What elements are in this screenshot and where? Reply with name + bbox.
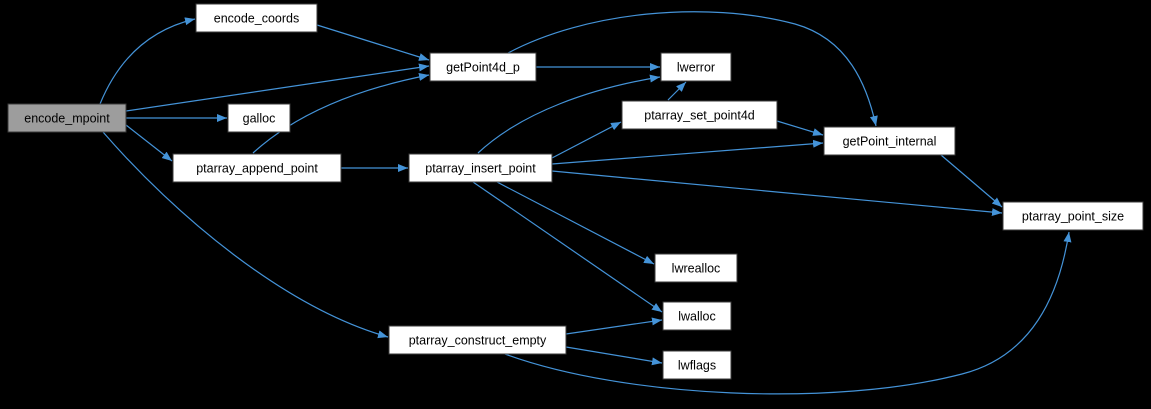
graph-node-box-encode_coords[interactable]	[195, 3, 318, 33]
call-edge-encode_mpoint-to-ptarray_append_point	[125, 124, 173, 162]
call-edge-encode_mpoint-to-ptarray_construct_empty	[102, 131, 389, 339]
call-edge-ptarray_insert_point-to-ptarray_point_size	[551, 170, 1003, 217]
graph-node-ptarray_insert_point[interactable]: ptarray_insert_point	[408, 153, 553, 183]
graph-node-box-ptarray_construct_empty[interactable]	[388, 325, 567, 355]
graph-node-getPoint4d_p[interactable]: getPoint4d_p	[429, 52, 537, 82]
graph-node-box-encode_mpoint	[7, 103, 127, 133]
graph-node-label-getPoint_internal: getPoint_internal	[843, 135, 937, 149]
call-edge-ptarray_insert_point-to-lwalloc	[472, 181, 663, 313]
graph-node-box-lwrealloc[interactable]	[654, 253, 738, 283]
graph-node-label-galloc: galloc	[243, 112, 276, 126]
graph-node-label-encode_mpoint: encode_mpoint	[24, 112, 110, 126]
call-edge-getPoint4d_p-to-getPoint_internal	[507, 11, 878, 127]
graph-node-box-getPoint4d_p[interactable]	[429, 52, 537, 82]
call-edge-ptarray_insert_point-to-ptarray_set_point4d	[551, 121, 622, 159]
graph-node-label-ptarray_append_point: ptarray_append_point	[196, 162, 318, 176]
graph-node-label-lwalloc: lwalloc	[678, 310, 716, 324]
graph-node-label-ptarray_construct_empty: ptarray_construct_empty	[409, 334, 547, 348]
graph-node-box-ptarray_point_size[interactable]	[1002, 201, 1144, 231]
graph-node-ptarray_append_point[interactable]: ptarray_append_point	[172, 153, 342, 183]
graph-node-ptarray_set_point4d[interactable]: ptarray_set_point4d	[621, 100, 778, 130]
graph-node-encode_mpoint: encode_mpoint	[7, 103, 127, 133]
graph-node-box-ptarray_set_point4d[interactable]	[621, 100, 778, 130]
call-edge-ptarray_construct_empty-to-ptarray_point_size	[504, 231, 1072, 395]
graph-node-label-ptarray_set_point4d: ptarray_set_point4d	[644, 109, 755, 123]
call-edge-getPoint_internal-to-ptarray_point_size	[940, 154, 1003, 208]
graph-node-encode_coords[interactable]: encode_coords	[195, 3, 318, 33]
call-edge-ptarray_set_point4d-to-getPoint_internal	[776, 120, 824, 136]
graph-node-box-lwflags[interactable]	[662, 350, 732, 380]
graph-node-label-ptarray_point_size: ptarray_point_size	[1022, 210, 1124, 224]
graph-node-ptarray_construct_empty[interactable]: ptarray_construct_empty	[388, 325, 567, 355]
graph-node-label-ptarray_insert_point: ptarray_insert_point	[425, 162, 536, 176]
graph-node-lwrealloc[interactable]: lwrealloc	[654, 253, 738, 283]
graph-node-ptarray_point_size[interactable]: ptarray_point_size	[1002, 201, 1144, 231]
graph-node-box-lwalloc[interactable]	[662, 301, 732, 331]
call-edge-ptarray_set_point4d-to-lwerror	[667, 81, 687, 101]
call-edge-ptarray_insert_point-to-getPoint_internal	[551, 139, 824, 165]
graph-node-box-getPoint_internal[interactable]	[823, 126, 956, 156]
graph-node-lwerror[interactable]: lwerror	[660, 52, 732, 82]
call-edge-encode_coords-to-getPoint4d_p	[316, 24, 430, 61]
graph-node-box-ptarray_append_point[interactable]	[172, 153, 342, 183]
edges-layer	[99, 11, 1072, 395]
call-edge-encode_mpoint-to-getPoint4d_p	[125, 63, 430, 112]
call-edge-ptarray_append_point-to-getPoint4d_p	[252, 72, 430, 154]
graph-node-label-lwrealloc: lwrealloc	[672, 262, 721, 276]
graph-node-label-encode_coords: encode_coords	[214, 12, 299, 26]
graph-node-label-lwerror: lwerror	[677, 61, 715, 75]
graph-node-box-galloc[interactable]	[227, 103, 291, 133]
graph-node-lwalloc[interactable]: lwalloc	[662, 301, 732, 331]
call-edge-ptarray_construct_empty-to-lwalloc	[565, 317, 663, 335]
call-edge-ptarray_construct_empty-to-lwflags	[565, 346, 663, 366]
graph-node-galloc[interactable]: galloc	[227, 103, 291, 133]
call-edge-ptarray_insert_point-to-lwrealloc	[496, 181, 655, 265]
graph-node-label-lwflags: lwflags	[678, 359, 716, 373]
call-edge-ptarray_insert_point-to-lwerror	[477, 74, 661, 154]
graph-node-getPoint_internal[interactable]: getPoint_internal	[823, 126, 956, 156]
graph-node-lwflags[interactable]: lwflags	[662, 350, 732, 380]
graph-node-label-getPoint4d_p: getPoint4d_p	[446, 61, 520, 75]
graph-node-box-ptarray_insert_point[interactable]	[408, 153, 553, 183]
graph-node-box-lwerror[interactable]	[660, 52, 732, 82]
call-edge-encode_mpoint-to-encode_coords	[99, 17, 196, 105]
